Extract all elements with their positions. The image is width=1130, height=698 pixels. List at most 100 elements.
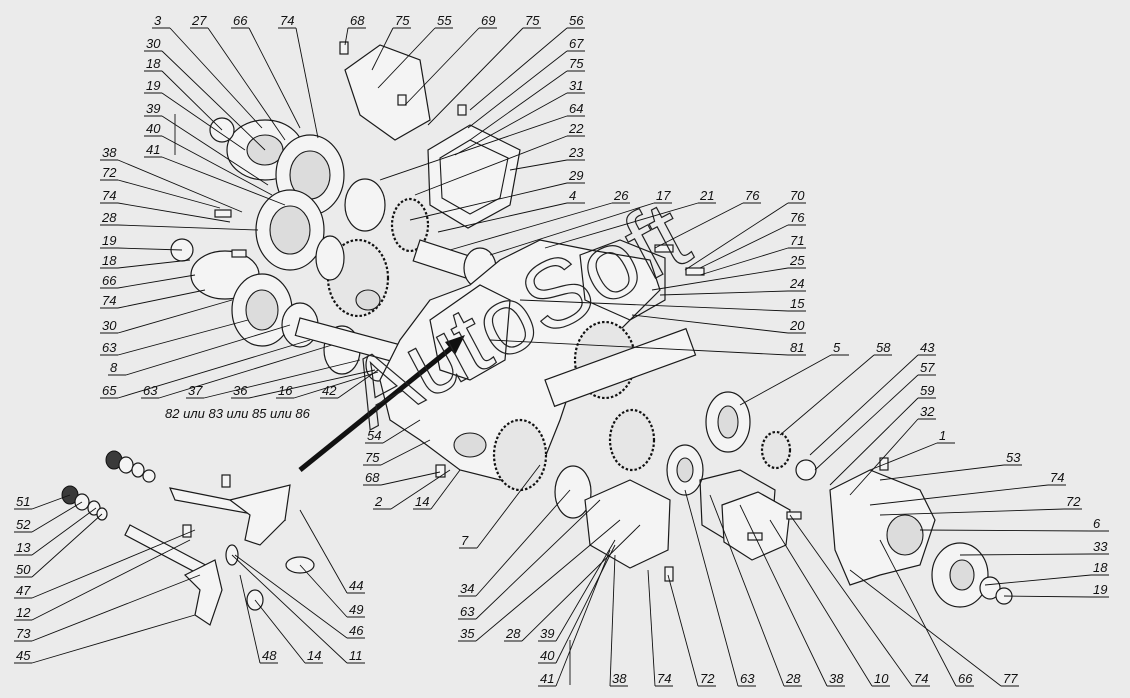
callout-label: 6 [1093,516,1101,531]
callout-leader [31,513,103,578]
callout-label: 70 [790,188,805,203]
bolt-low-1 [664,566,674,582]
callout-leader [117,274,196,289]
callout-13: 18 [144,56,223,131]
callout-label: 26 [613,188,629,203]
callout-label: 45 [16,648,31,663]
callout-label: 76 [745,188,760,203]
callout-leader [454,92,568,156]
callout-41: 74 [100,289,206,309]
callout-label: 37 [188,383,203,398]
callout-66: 14 [413,469,461,510]
callout-label: 32 [920,404,935,419]
callout-label: 4 [569,188,576,203]
bolt-fork [182,524,192,538]
callout-63: 68 [363,470,441,486]
callout-label: 71 [790,233,804,248]
callout-label: 38 [612,671,627,686]
callout-80: 49 [299,564,365,618]
bearing-lower-mid-inner [676,457,694,483]
callout-17: 39 [144,101,269,186]
callout-leader [117,224,259,231]
callout-leader [476,464,541,549]
callout-leader [344,27,349,46]
bolt-top-2 [397,94,407,106]
callout-label: 14 [415,494,429,509]
callout-42: 15 [519,296,806,312]
callout-label: 73 [16,626,31,641]
callout-leader [849,418,919,496]
callout-91: 28 [504,524,641,642]
callout-leader [779,354,875,436]
callout-label: 74 [102,188,116,203]
callout-label: 63 [102,340,117,355]
callout-leader [158,344,333,399]
right-bracket-bore [886,514,924,556]
callout-85: 14 [254,599,323,664]
callout-leader [849,569,1002,687]
callout-leader [829,397,919,486]
callout-31: 76 [654,188,761,249]
callout-95: 38 [609,554,628,687]
callout-leader [555,539,616,642]
callout-60: 32 [849,404,936,496]
callout-leader [117,247,183,251]
callout-89: 63 [458,499,601,620]
callout-leader [814,374,919,471]
callout-30: 21 [544,188,716,249]
callout-leader [869,484,1049,506]
callout-label: 30 [146,36,161,51]
callout-leader [475,499,601,620]
callout-leader [519,299,789,312]
callout-leader [379,115,568,181]
callout-label: 20 [789,318,805,333]
callout-label: 44 [349,578,363,593]
callout-label: 63 [740,671,755,686]
callout-label: 35 [460,626,475,641]
callout-leader [31,614,196,664]
callout-leader [31,539,191,621]
callout-label: 34 [460,581,474,596]
callout-leader [371,27,394,71]
callout-leader [117,179,221,209]
callout-label: 25 [789,253,805,268]
callout-leader [1003,595,1092,598]
callout-62: 1 [869,428,955,471]
callout-label: 41 [540,671,554,686]
callout-103: 66 [879,539,974,687]
callout-59: 54 [365,419,421,444]
callout-leader [254,599,306,664]
callout-72: 33 [959,539,1109,556]
callout-leader [699,247,789,276]
callout-4: 74 [278,13,319,139]
callout-leader [437,202,568,233]
callout-label: 11 [349,648,363,663]
callout-50: 58 [779,340,892,436]
callout-leader [161,115,269,186]
callout-label: 69 [481,13,495,28]
ring-mid [315,235,345,281]
callout-leader [879,464,1005,481]
callout-leader [684,489,739,687]
callout-45: 63 [100,319,249,356]
gasket [427,124,521,229]
callout-label: 19 [1093,582,1107,597]
callout-93: 40 [538,544,616,664]
callout-label: 19 [146,78,160,93]
pointer-arrow [298,335,465,472]
callout-leader [380,471,441,486]
callout-9: 75 [427,13,541,126]
callout-label: 12 [16,605,31,620]
gear-upper-small [390,197,430,253]
callout-leader [879,508,1065,516]
right-bracket [829,469,936,586]
callout-leader [919,529,1092,532]
callout-label: 75 [365,450,380,465]
callout-leader [654,202,744,249]
bolt-mid-2 [685,267,705,276]
callout-label: 40 [540,648,555,663]
callout-leader [31,574,201,642]
callout-label: 38 [829,671,844,686]
callout-label: 30 [102,318,117,333]
callout-label: 56 [569,13,584,28]
